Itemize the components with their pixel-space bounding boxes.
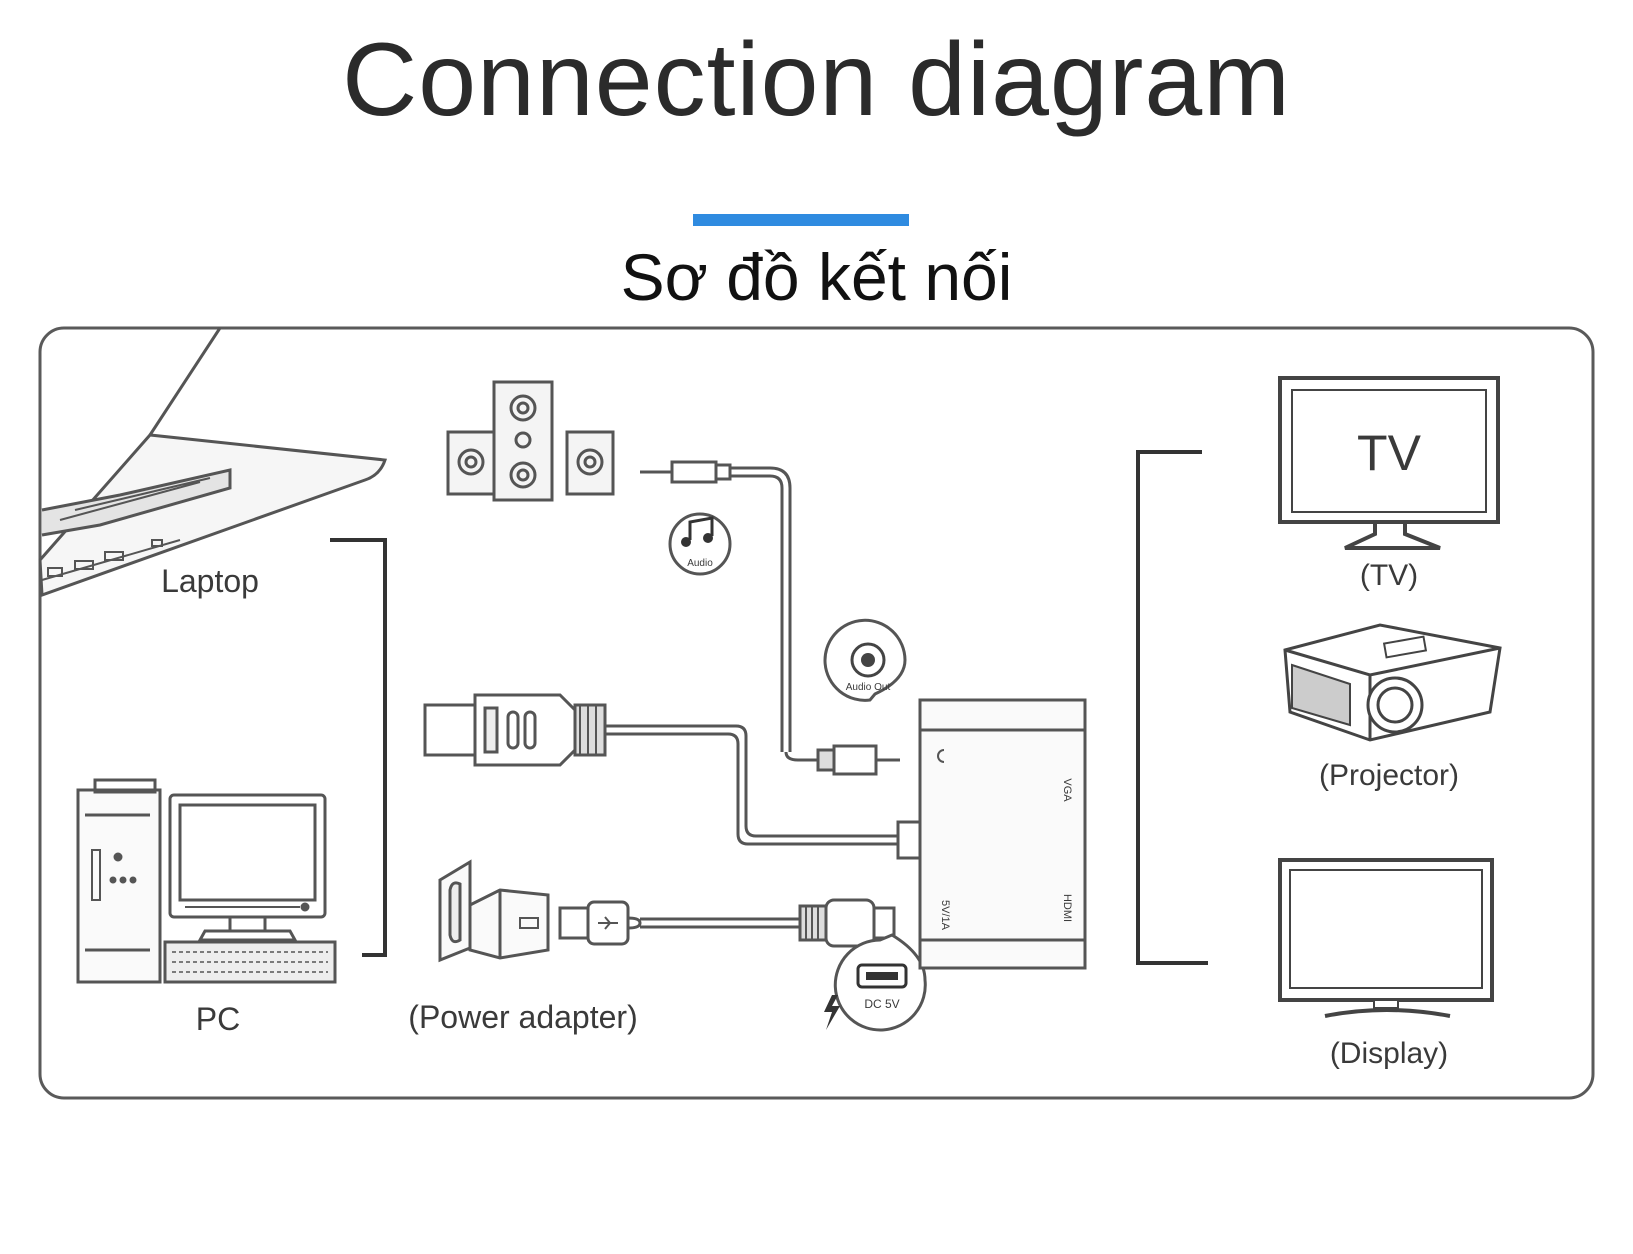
laptop-label: Laptop	[161, 563, 259, 599]
dc-badge: DC 5V	[833, 933, 927, 1032]
output-bracket	[1136, 450, 1208, 965]
power-adapter-icon	[438, 859, 550, 963]
lightning-icon	[824, 995, 840, 1030]
power-adapter-label: (Power adapter)	[408, 999, 637, 1035]
usb-plug-icon	[558, 900, 642, 946]
page-subtitle: Sơ đồ kết nối	[620, 240, 1013, 314]
dc-port-label: 5V/1A	[939, 900, 951, 931]
audio-out-label: Audio Out	[846, 682, 891, 693]
tv-label: (TV)	[1360, 559, 1418, 592]
vga-port-label: VGA	[1061, 778, 1073, 802]
laptop-icon	[38, 327, 388, 598]
power-cable	[640, 917, 800, 929]
title-accent-bar	[693, 214, 909, 226]
hdmi-port-label: HDMI	[1061, 894, 1073, 922]
audio-cable	[640, 460, 792, 752]
converter-box-icon	[918, 698, 1087, 970]
hdmi-plug-icon	[423, 693, 607, 767]
monitor-icon	[1278, 858, 1494, 1018]
source-bracket	[330, 538, 387, 957]
speakers-icon	[446, 380, 615, 502]
page-title: Connection diagram	[342, 22, 1291, 138]
pc-icon	[76, 778, 337, 984]
pc-label: PC	[196, 1001, 240, 1037]
micro-usb-plug-icon	[798, 898, 896, 948]
diagram-frame	[38, 326, 1595, 1100]
tv-screen-text: TV	[1357, 425, 1422, 481]
projector-label: (Projector)	[1319, 759, 1459, 792]
audio-jack-icon	[784, 744, 900, 776]
tv-icon	[1278, 376, 1500, 550]
music-note-icon: Audio	[668, 512, 732, 576]
projector-icon	[1283, 623, 1502, 742]
audio-out-badge: Audio Out	[823, 618, 907, 702]
display-label: (Display)	[1330, 1037, 1448, 1070]
dc-badge-label: DC 5V	[864, 997, 899, 1011]
audio-badge-label: Audio	[687, 558, 713, 569]
